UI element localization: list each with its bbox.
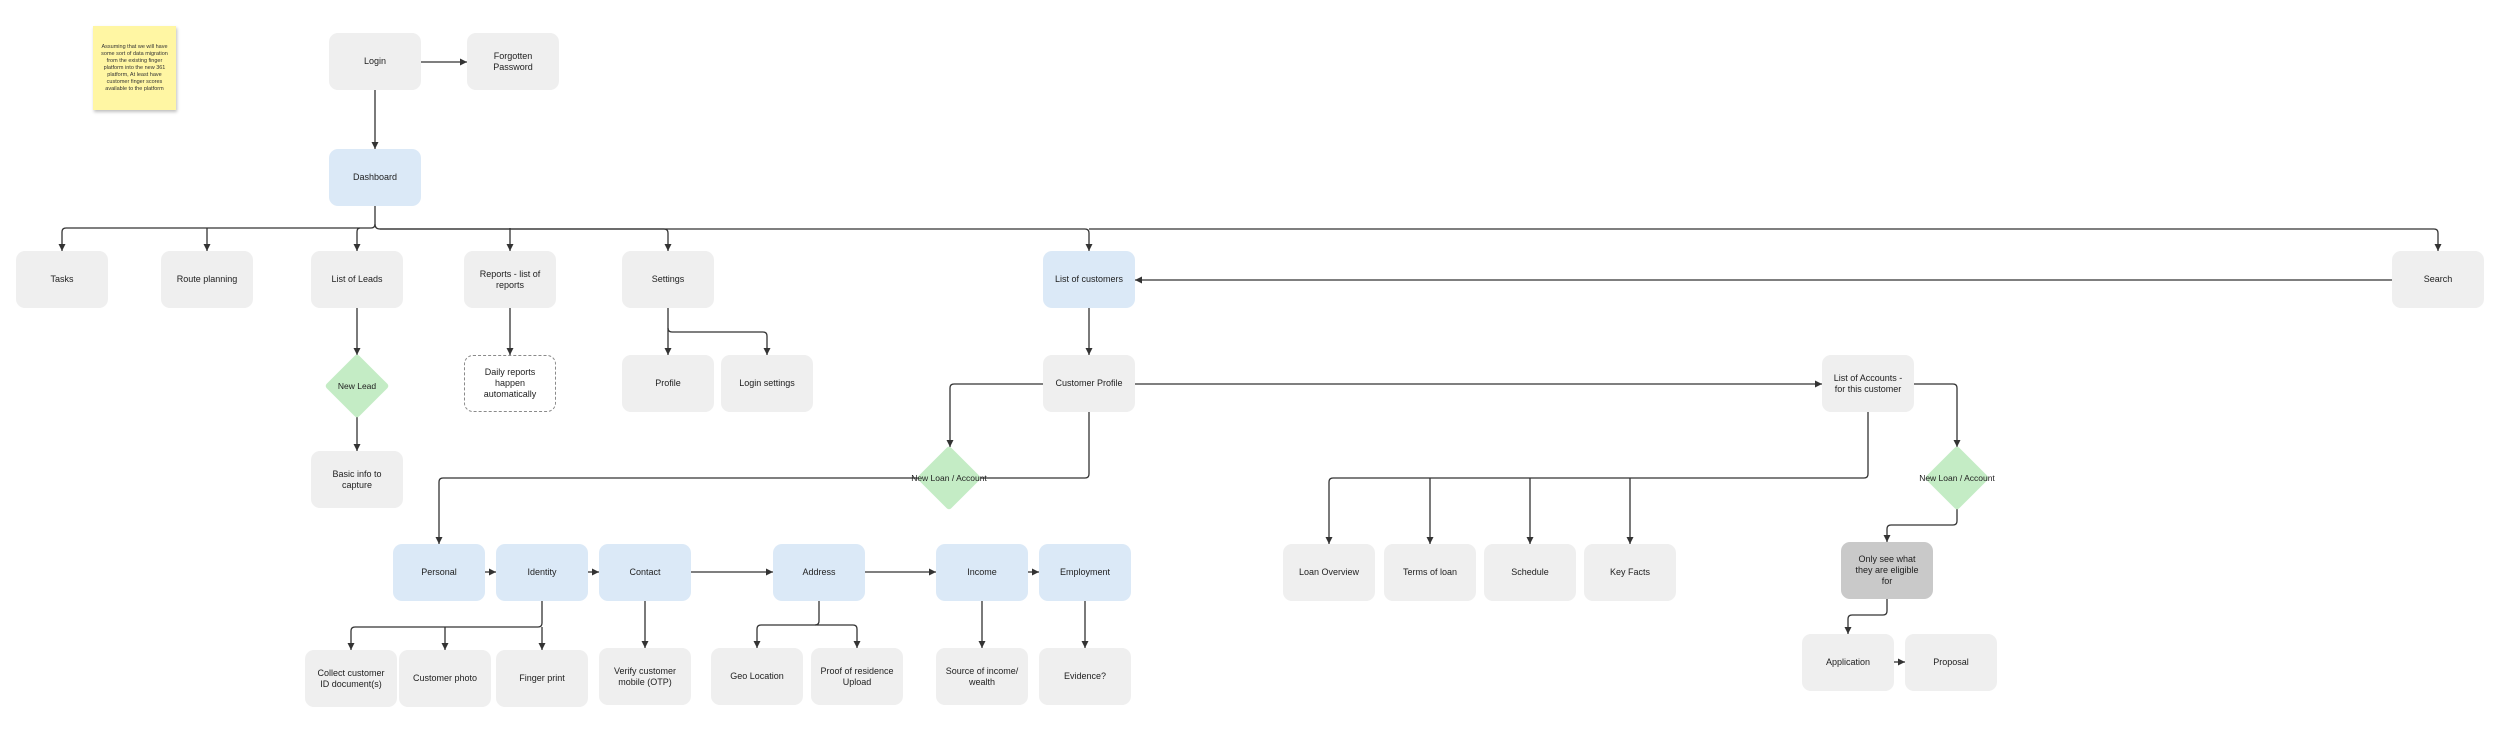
new-loan-decision-2[interactable]: New Loan / Account <box>1919 445 1995 511</box>
loan-overview-node[interactable]: Loan Overview <box>1283 544 1375 601</box>
tasks-label: Tasks <box>50 274 74 284</box>
source-of-income-node[interactable]: Source of income/ wealth <box>936 648 1028 705</box>
key-facts-label: Key Facts <box>1609 567 1650 577</box>
login-settings-label: Login settings <box>739 378 795 388</box>
connector-address-to-proof <box>815 624 861 648</box>
geo-location-node[interactable]: Geo Location <box>711 648 803 705</box>
connector-dash-to-customers <box>380 228 1093 251</box>
new-loan-label-1: New Loan / Account <box>911 473 987 483</box>
schedule-node[interactable]: Schedule <box>1484 544 1576 601</box>
identity-label: Identity <box>527 567 557 577</box>
connector-dash-to-search <box>1089 228 2442 251</box>
source-of-income-label: Source of income/ wealth <box>945 665 1019 687</box>
application-label: Application <box>1825 657 1871 667</box>
list-of-customers-node[interactable]: List of customers <box>1043 251 1135 308</box>
connector-dash-to-settings <box>374 223 672 251</box>
collect-id-label: Collect customer ID document(s) <box>317 667 385 689</box>
new-lead-decision[interactable]: New Lead <box>319 353 395 419</box>
list-of-leads-label: List of Leads <box>331 274 383 284</box>
list-of-accounts-label: List of Accounts - for this customer <box>1833 372 1903 394</box>
identity-node[interactable]: Identity <box>496 544 588 601</box>
tasks-node[interactable]: Tasks <box>16 251 108 308</box>
connector-identity-to-collect <box>347 601 543 650</box>
connector-accounts-to-newloan2 <box>1914 383 1961 447</box>
verify-mobile-label: Verify customer mobile (OTP) <box>613 665 677 687</box>
list-of-leads-node[interactable]: List of Leads <box>311 251 403 308</box>
connector-dash-to-leads <box>353 227 361 251</box>
forgotten-password-node[interactable]: Forgotten Password <box>467 33 559 90</box>
proposal-node[interactable]: Proposal <box>1905 634 1997 691</box>
finger-print-label: Finger print <box>519 673 565 683</box>
proposal-label: Proposal <box>1933 657 1969 667</box>
eligible-node[interactable]: Only see what they are eligible for <box>1841 542 1933 599</box>
connector-dash-to-tasks <box>58 206 376 251</box>
profile-node[interactable]: Profile <box>622 355 714 412</box>
connector-newloan2-to-eligible <box>1883 509 1958 542</box>
list-of-customers-label: List of customers <box>1054 274 1124 284</box>
evidence-node[interactable]: Evidence? <box>1039 648 1131 705</box>
contact-label: Contact <box>629 567 661 577</box>
schedule-label: Schedule <box>1511 567 1549 577</box>
connector-address-to-geo <box>753 601 820 648</box>
key-facts-node[interactable]: Key Facts <box>1584 544 1676 601</box>
connector-profile-to-newloan <box>946 383 1043 447</box>
address-label: Address <box>802 567 836 577</box>
dashboard-label: Dashboard <box>352 172 398 182</box>
application-node[interactable]: Application <box>1802 634 1894 691</box>
sticky-note: Assuming that we will have some sort of … <box>93 26 176 110</box>
daily-reports-label: Daily reports happen automatically <box>483 367 537 399</box>
reports-node[interactable]: Reports - list of reports <box>464 251 556 308</box>
personal-node[interactable]: Personal <box>393 544 485 601</box>
login-label: Login <box>363 56 387 66</box>
route-planning-node[interactable]: Route planning <box>161 251 253 308</box>
customer-photo-label: Customer photo <box>412 673 478 683</box>
proof-of-residence-node[interactable]: Proof of residence Upload <box>811 648 903 705</box>
dashboard-node[interactable]: Dashboard <box>329 149 421 206</box>
connector-accounts-to-loanoverview <box>1325 412 1869 544</box>
evidence-label: Evidence? <box>1063 671 1107 681</box>
eligible-label: Only see what they are eligible for <box>1855 554 1919 586</box>
login-settings-node[interactable]: Login settings <box>721 355 813 412</box>
basic-info-node[interactable]: Basic info to capture <box>311 451 403 508</box>
daily-reports-node[interactable]: Daily reports happen automatically <box>464 355 556 412</box>
forgotten-password-label: Forgotten Password <box>493 50 533 72</box>
connector-settings-to-loginsettings <box>667 327 771 355</box>
terms-of-loan-node[interactable]: Terms of loan <box>1384 544 1476 601</box>
settings-label: Settings <box>651 274 685 284</box>
route-planning-label: Route planning <box>176 274 238 284</box>
contact-node[interactable]: Contact <box>599 544 691 601</box>
search-label: Search <box>2423 274 2453 284</box>
customer-profile-node[interactable]: Customer Profile <box>1043 355 1135 412</box>
employment-node[interactable]: Employment <box>1039 544 1131 601</box>
list-of-accounts-node[interactable]: List of Accounts - for this customer <box>1822 355 1914 412</box>
income-node[interactable]: Income <box>936 544 1028 601</box>
reports-label: Reports - list of reports <box>479 268 541 290</box>
customer-profile-label: Customer Profile <box>1055 378 1123 388</box>
verify-mobile-node[interactable]: Verify customer mobile (OTP) <box>599 648 691 705</box>
sticky-note-text: Assuming that we will have some sort of … <box>101 43 168 92</box>
finger-print-node[interactable]: Finger print <box>496 650 588 707</box>
connector-profile-to-personal <box>435 412 1090 544</box>
new-lead-label: New Lead <box>337 381 377 391</box>
income-label: Income <box>967 567 997 577</box>
loan-overview-label: Loan Overview <box>1298 567 1360 577</box>
profile-label: Profile <box>655 378 681 388</box>
connector-eligible-to-application <box>1844 599 1888 634</box>
login-node[interactable]: Login <box>329 33 421 90</box>
proof-of-residence-label: Proof of residence Upload <box>820 665 894 687</box>
new-loan-decision-1[interactable]: New Loan / Account <box>911 445 987 511</box>
new-loan-label-2: New Loan / Account <box>1919 473 1995 483</box>
settings-node[interactable]: Settings <box>622 251 714 308</box>
address-node[interactable]: Address <box>773 544 865 601</box>
search-node[interactable]: Search <box>2392 251 2484 308</box>
terms-of-loan-label: Terms of loan <box>1402 567 1458 577</box>
customer-photo-node[interactable]: Customer photo <box>399 650 491 707</box>
personal-label: Personal <box>421 567 457 577</box>
geo-location-label: Geo Location <box>730 671 784 681</box>
collect-id-node[interactable]: Collect customer ID document(s) <box>305 650 397 707</box>
basic-info-label: Basic info to capture <box>332 468 382 490</box>
employment-label: Employment <box>1059 567 1111 577</box>
